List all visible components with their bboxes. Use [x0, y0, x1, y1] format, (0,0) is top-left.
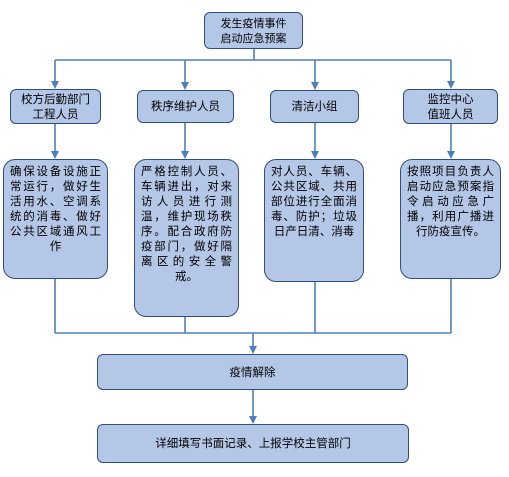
role-cleaning-team: 清洁小组 — [270, 90, 359, 123]
role-monitoring-center: 监控中心 值班人员 — [403, 89, 498, 124]
task-monitoring-center: 按照项目负责人启动应急预案指令启动应急广播，利用广播进行防疫宣传。 — [400, 159, 501, 279]
task-text: 对人员、车辆、公共区域、共用部位进行全面消毒、防护；垃圾日产日清、消毒 — [271, 164, 357, 238]
start-box: 发生疫情事件 启动应急预案 — [204, 12, 303, 49]
report-box: 详细填写书面记录、上报学校主管部门 — [97, 424, 409, 463]
task-text: 严格控制人员、车辆进出，对来访人员进行测温，维护现场秩序。配合政府防疫部门，做好… — [141, 164, 232, 283]
task-order-maintenance: 严格控制人员、车辆进出，对来访人员进行测温，维护现场秩序。配合政府防疫部门，做好… — [134, 159, 239, 317]
task-text: 确保设备设施正常运行，做好生活用水、空调系统的消毒、做好公共区域通风工作 — [10, 164, 101, 253]
task-text: 按照项目负责人启动应急预案指令启动应急广播，利用广播进行防疫宣传。 — [407, 164, 494, 238]
resolve-box: 疫情解除 — [97, 354, 408, 390]
role-order-maintenance: 秩序维护人员 — [137, 90, 234, 123]
task-cleaning-team: 对人员、车辆、公共区域、共用部位进行全面消毒、防护；垃圾日产日清、消毒 — [264, 159, 364, 282]
role-logistics-engineering: 校方后勤部门 工程人员 — [10, 89, 101, 124]
task-logistics-engineering: 确保设备设施正常运行，做好生活用水、空调系统的消毒、做好公共区域通风工作 — [3, 159, 108, 279]
